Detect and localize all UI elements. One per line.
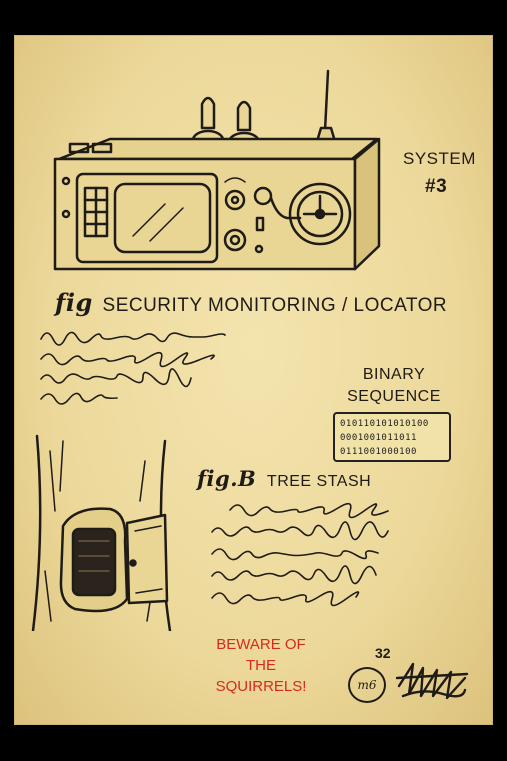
system-label: SYSTEM [403,149,476,168]
figure-2-title: TREE STASH [266,473,372,490]
binary-row: 0001001011011 [340,433,417,443]
binary-sequence-box: 010110101010100 0001001011011 0111001000… [333,412,451,462]
warning-line-3: SQUIRRELS! [215,678,307,695]
binary-row: 0111001000100 [340,447,417,457]
figure-1-title: SECURITY MONITORING / LOCATOR [102,295,448,316]
warning-line-1: BEWARE OF [216,636,306,653]
squirrel-warning: BEWARE OF THE SQUIRRELS! [198,634,324,697]
figure-2-caption: fig.B TREE STASH [197,466,371,491]
page-number: 32 [375,645,391,661]
signature [395,662,469,700]
figure-2-mark: fig.B [197,466,257,491]
binary-sequence-title: BINARY SEQUENCE [338,364,450,408]
circled-initials: m6 [348,667,386,703]
handwritten-notes-1 [40,331,226,405]
figure-1-caption: fig SECURITY MONITORING / LOCATOR [55,288,447,317]
system-number: #3 [425,176,448,197]
binary-title-line-2: SEQUENCE [347,388,441,405]
handwritten-notes-2 [211,502,389,607]
radio-device-illustration [53,69,381,271]
figure-1-mark: fig [55,288,93,317]
binary-title-line-1: BINARY [362,366,426,383]
tree-stash-illustration [31,434,172,631]
binary-row: 010110101010100 [340,419,429,429]
journal-page: SYSTEM #3 fig SECURITY MONITORING / LOCA… [14,35,493,725]
warning-line-2: THE [246,657,276,674]
